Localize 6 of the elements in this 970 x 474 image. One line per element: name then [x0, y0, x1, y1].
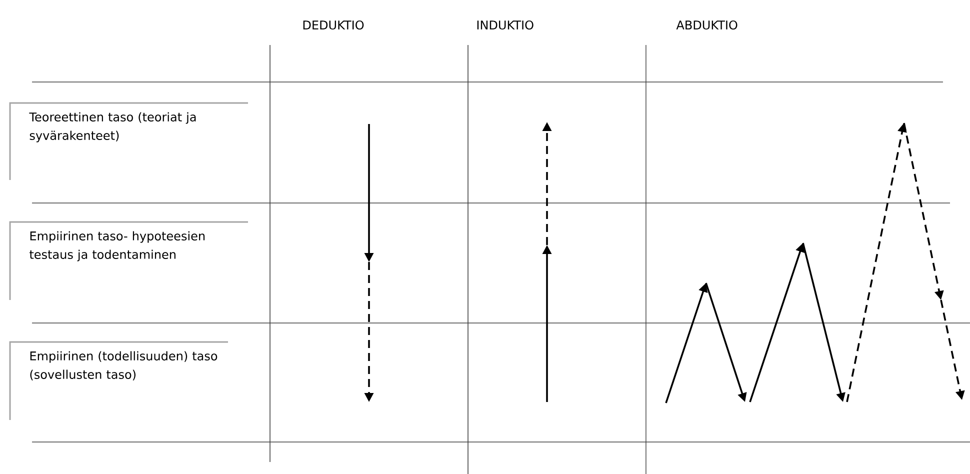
level-box: Empiirinen taso- hypoteesien testaus ja todentaminen [9, 221, 248, 300]
column-header: DEDUKTIO [303, 20, 364, 30]
level-box: Teoreettinen taso (teoriat ja syvärakenteet) [9, 102, 248, 180]
column-header: INDUKTIO [477, 20, 534, 30]
column-header: ABDUKTIO [676, 20, 738, 30]
level-box: Empiirinen (todellisuuden) taso (sovellusten taso) [9, 341, 228, 420]
